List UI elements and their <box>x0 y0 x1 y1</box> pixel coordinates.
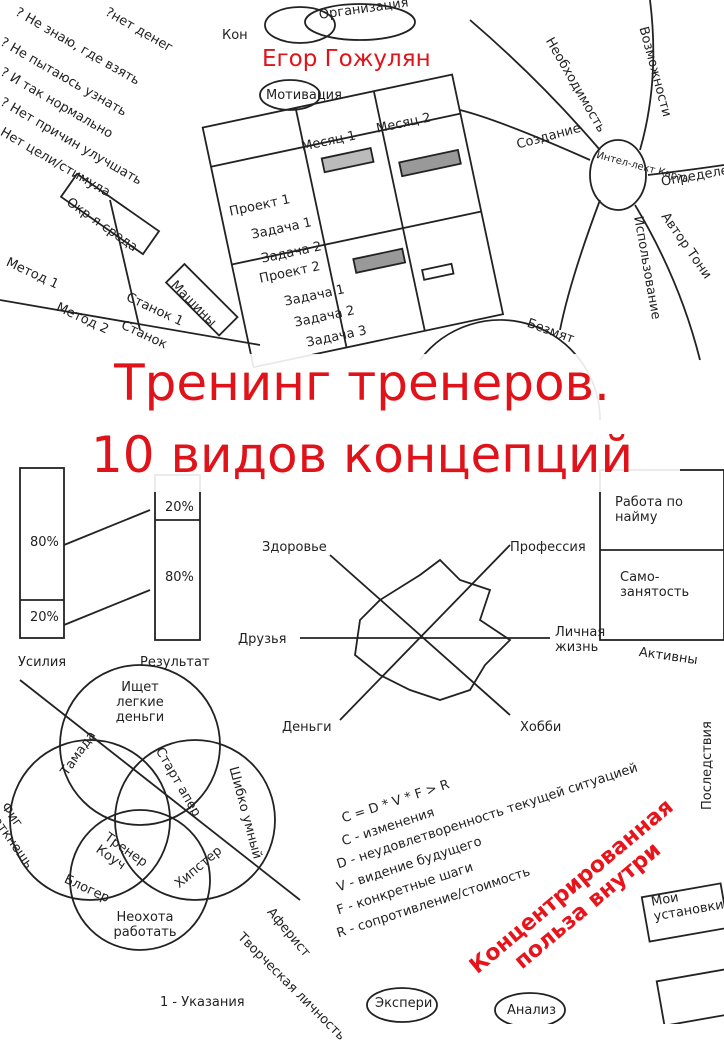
sketch-label: 1 - Указания <box>160 995 245 1010</box>
author-name: Егор Гожулян <box>258 46 435 72</box>
sketch-label: Мотивация <box>266 88 342 103</box>
sketch-label: Личная жизнь <box>555 625 606 655</box>
sketch-label: Усилия <box>18 655 67 670</box>
sketch-label: Здоровье <box>262 540 327 555</box>
sketch-label: 20% <box>30 610 59 625</box>
sketch-label: Последствия <box>700 721 715 810</box>
sketch-label: Анализ <box>507 1003 557 1018</box>
sketch-label: Неохота работать <box>113 910 177 940</box>
title-backdrop <box>70 354 680 492</box>
sketch-label: Друзья <box>238 632 287 647</box>
sketch-label: Работа по найму <box>615 495 683 525</box>
sketch-label: Само-занятость <box>620 570 690 600</box>
sketch-label: 80% <box>30 535 59 550</box>
book-title-line2: 10 видов концепций <box>91 426 633 484</box>
sketch-label: Результат <box>140 655 210 670</box>
sketch-label: 20% <box>165 500 194 515</box>
sketch-label: 80% <box>165 570 194 585</box>
sketch-label: Хобби <box>520 720 562 735</box>
sketch-label: Деньги <box>282 720 332 735</box>
sketch-label: Профессия <box>510 540 586 555</box>
sketch-label: Ищет легкие деньги <box>115 680 165 725</box>
sketch-label: Экспери <box>375 996 433 1011</box>
book-title-line1: Тренинг тренеров. <box>114 354 610 412</box>
sketch-label: Кон <box>222 28 248 43</box>
